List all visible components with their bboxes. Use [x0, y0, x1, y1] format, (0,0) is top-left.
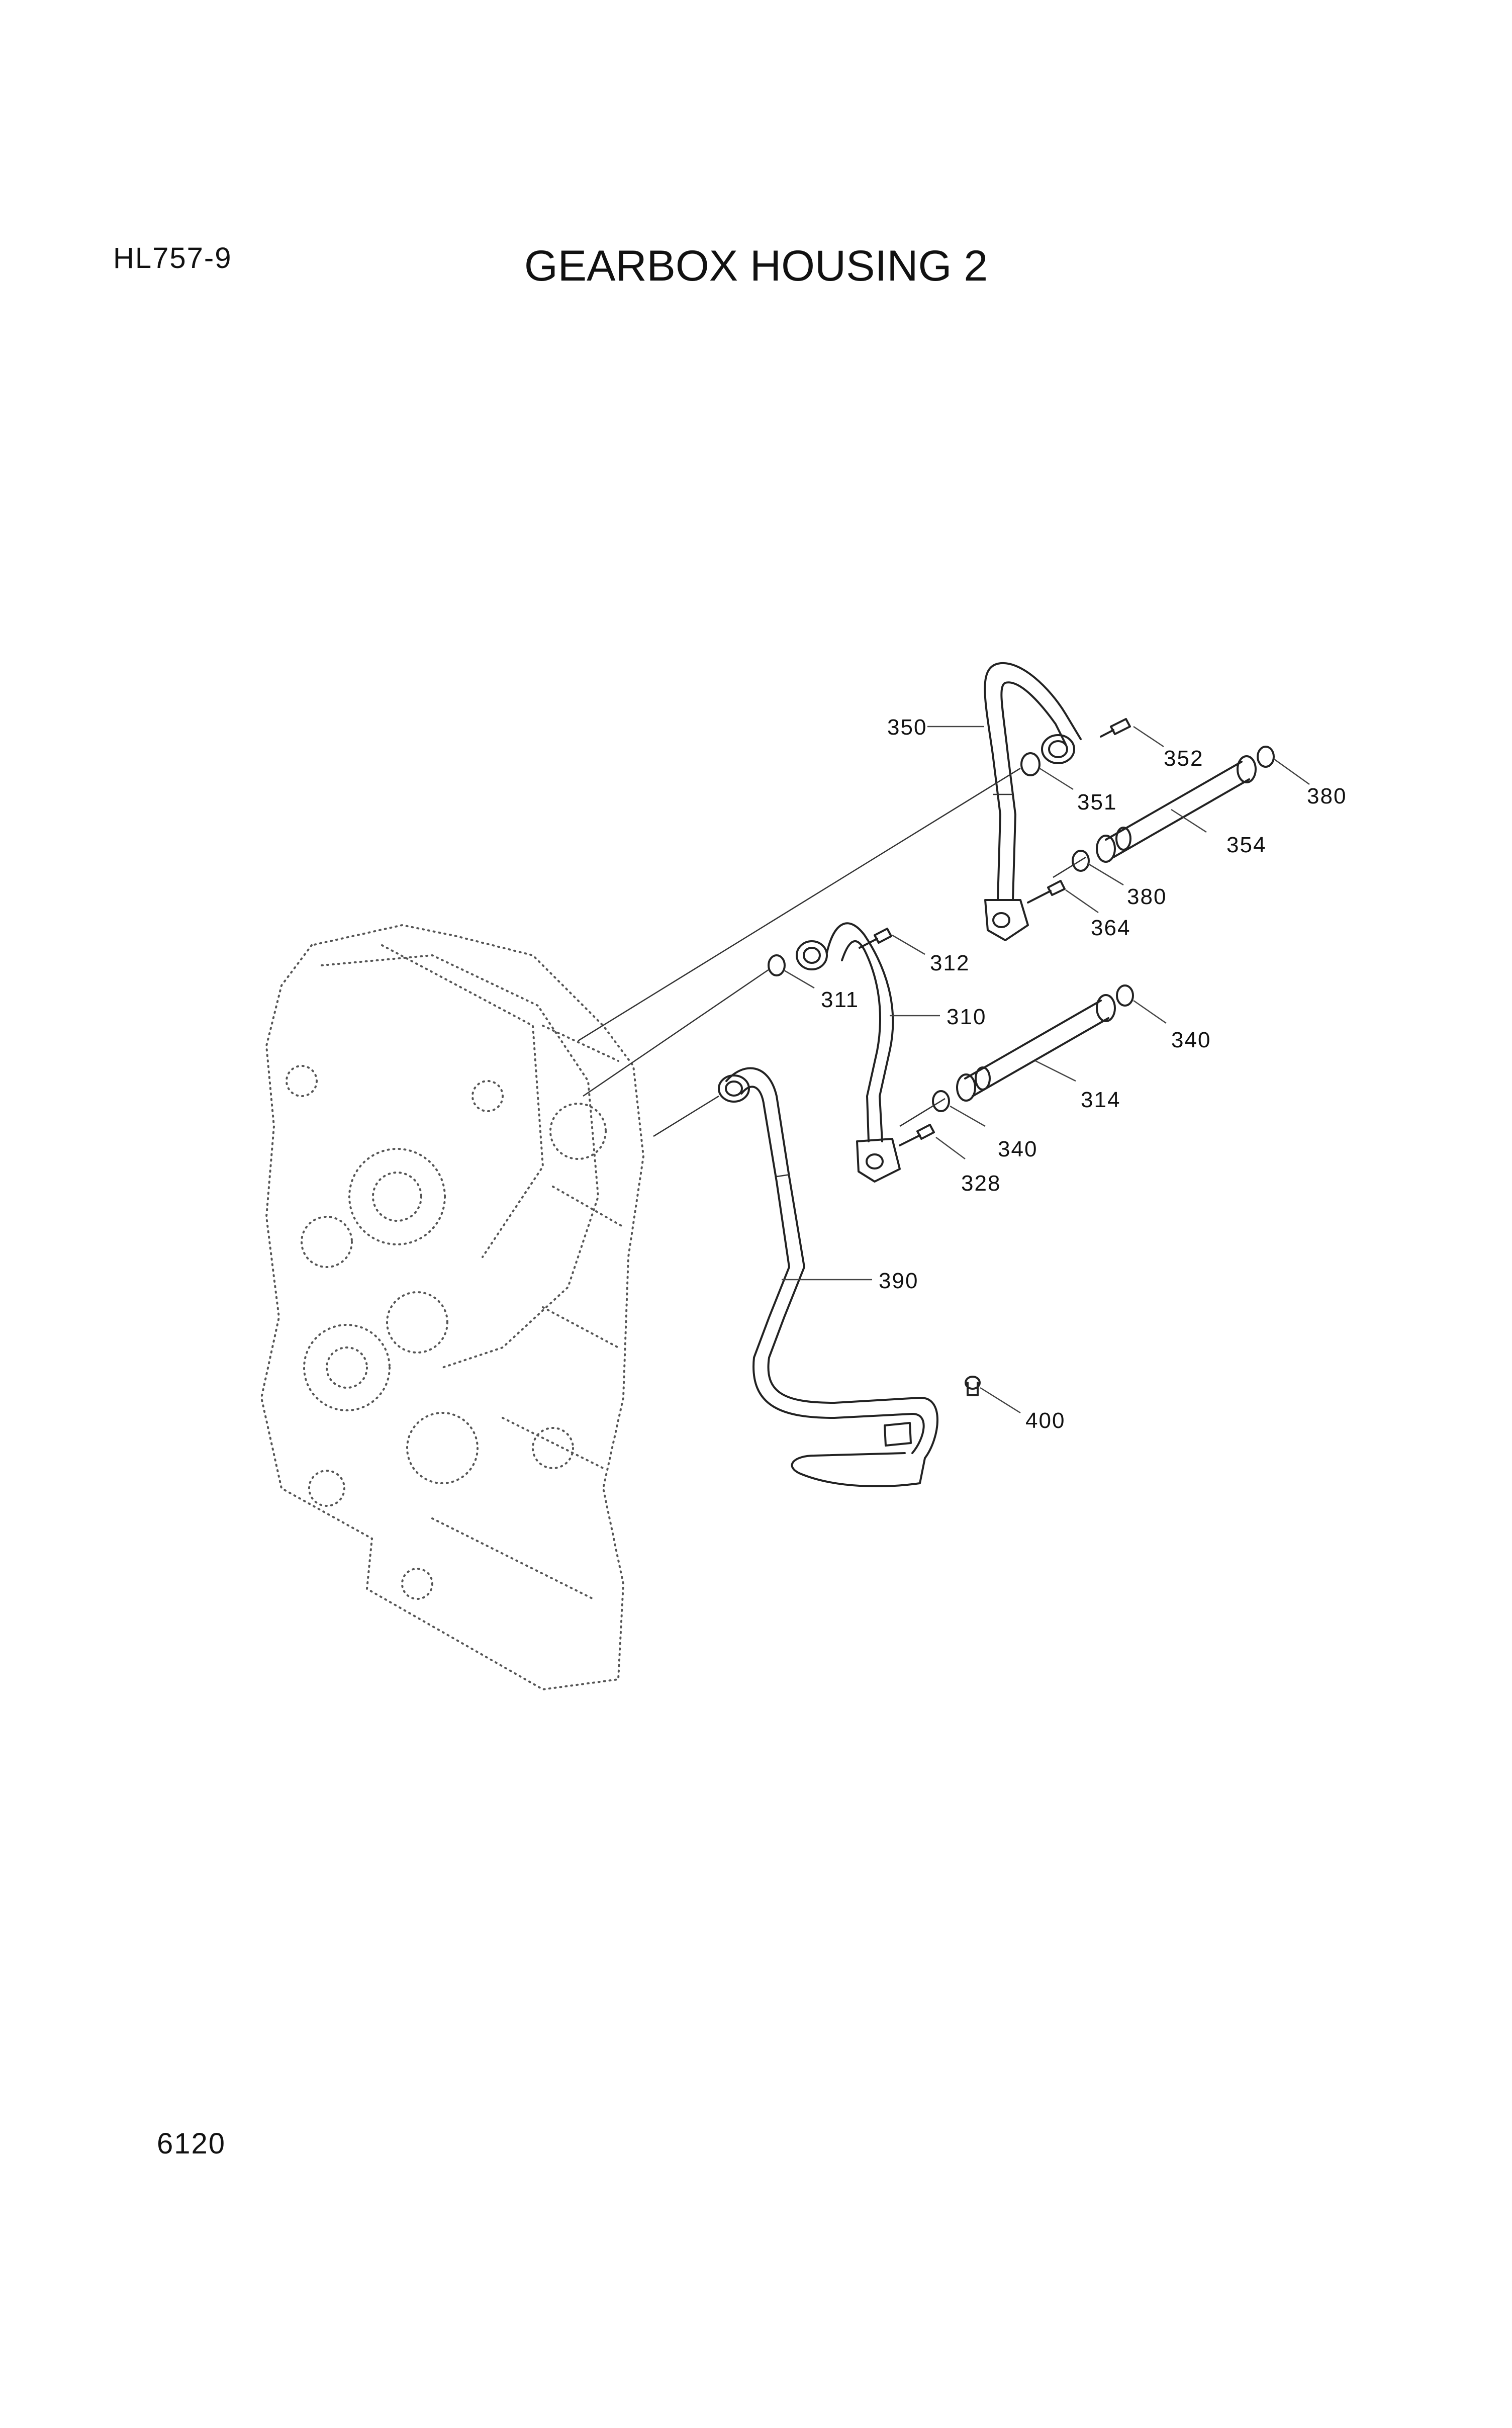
hose-390: [718, 1067, 938, 1487]
o-ring-311: [768, 954, 786, 976]
callout-328: 328: [961, 1171, 1001, 1196]
o-ring-340-lower: [932, 1090, 950, 1112]
o-ring-380-upper: [1257, 746, 1275, 768]
callout-352: 352: [1164, 746, 1203, 771]
o-ring-340-upper: [1116, 984, 1134, 1007]
o-ring-351: [1020, 752, 1041, 776]
gearbox-housing-outline: [260, 924, 645, 1691]
callout-311: 311: [821, 987, 859, 1012]
assembly-lines: [578, 767, 1086, 1137]
bolt-400: [965, 1376, 981, 1396]
page-title: GEARBOX HOUSING 2: [524, 242, 988, 290]
callout-314: 314: [1081, 1088, 1120, 1112]
callout-400: 400: [1025, 1408, 1065, 1433]
callout-340-upper: 340: [1171, 1028, 1211, 1052]
callout-380-lower: 380: [1127, 884, 1167, 909]
screw-352: [1100, 718, 1131, 738]
callout-350: 350: [887, 715, 927, 740]
callout-364: 364: [1091, 916, 1130, 940]
pipe-310: [796, 922, 901, 1183]
tube-354: [1096, 755, 1257, 863]
callout-354: 354: [1226, 833, 1266, 857]
screw-328: [899, 1124, 935, 1146]
pipe-350: [984, 662, 1082, 941]
o-ring-380-lower: [1072, 850, 1090, 872]
callout-340-lower: 340: [998, 1137, 1037, 1161]
callout-351: 351: [1077, 790, 1117, 815]
page-number: 6120: [157, 2127, 226, 2160]
callout-labels: 350 352 351 380 354 380 364 312 311 310 …: [821, 715, 1347, 1433]
tube-314: [956, 994, 1116, 1102]
callout-310: 310: [947, 1005, 986, 1029]
screw-364: [1027, 880, 1066, 904]
callout-390: 390: [879, 1269, 918, 1293]
leader-lines: [782, 726, 1310, 1414]
model-code: HL757-9: [113, 242, 232, 275]
callout-380-upper: 380: [1307, 784, 1347, 808]
screw-312: [859, 928, 892, 949]
callout-312: 312: [930, 951, 970, 975]
